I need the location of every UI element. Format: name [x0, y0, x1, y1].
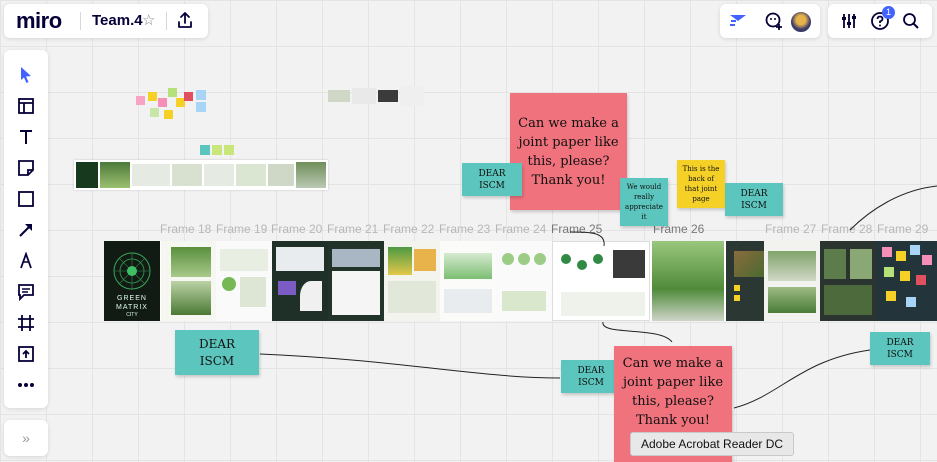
frame-label-27[interactable]: Frame 27: [765, 222, 817, 236]
connector-right-dear[interactable]: [733, 349, 871, 409]
frame-label-20[interactable]: Frame 20: [271, 222, 323, 236]
sticky-dear-right[interactable]: DEAR ISCM: [870, 332, 930, 365]
slide-frame-19[interactable]: [216, 241, 272, 321]
miro-logo[interactable]: miro: [16, 8, 62, 33]
sticky-cluster-top-left[interactable]: [136, 88, 208, 124]
connector-slide-to-pink[interactable]: [602, 321, 673, 343]
globe-graphic: [113, 252, 151, 290]
frame-label-19[interactable]: Frame 19: [216, 222, 268, 236]
slide-frame-24[interactable]: [496, 241, 552, 321]
sticky-dear-large[interactable]: DEAR ISCM: [175, 330, 259, 375]
comment-tool[interactable]: [11, 277, 41, 307]
add-collaborator-icon[interactable]: [764, 11, 784, 36]
slide-strip: GREEN MATRIX CITY: [104, 241, 937, 321]
divider: [166, 12, 167, 30]
sticky-note-tool[interactable]: [11, 153, 41, 183]
star-icon[interactable]: ☆: [142, 12, 156, 29]
frame-label-21[interactable]: Frame 21: [327, 222, 379, 236]
sticky-dear-top-right[interactable]: DEAR ISCM: [725, 183, 783, 216]
right-toolbar: 1: [828, 4, 932, 38]
sticky-pink-top[interactable]: Can we make a joint paper like this, ple…: [510, 93, 627, 210]
collaboration-toolbar: [720, 4, 820, 38]
slide-frame-25[interactable]: [552, 241, 650, 321]
user-avatar[interactable]: [790, 11, 812, 33]
frame-label-24[interactable]: Frame 24: [495, 222, 547, 236]
text-tool[interactable]: [11, 122, 41, 152]
notification-badge[interactable]: 1: [882, 6, 895, 19]
share-upload-icon[interactable]: [176, 11, 194, 34]
frame-label-22[interactable]: Frame 22: [383, 222, 435, 236]
slide-frame-20[interactable]: [272, 241, 328, 321]
frame-tool[interactable]: [11, 308, 41, 338]
slide-frame-23-content[interactable]: [440, 241, 496, 321]
slide-frame-26[interactable]: [652, 241, 724, 321]
frame-label-29[interactable]: Frame 29: [877, 222, 929, 236]
settings-sliders-icon[interactable]: [840, 12, 858, 35]
slide-frame-23[interactable]: [384, 241, 440, 321]
app-tooltip: Adobe Acrobat Reader DC: [630, 432, 795, 456]
connector-dear-to-dear[interactable]: [259, 353, 561, 379]
search-icon[interactable]: [902, 12, 920, 35]
slide-frame-22[interactable]: [384, 241, 440, 321]
frame-label-23[interactable]: Frame 23: [439, 222, 491, 236]
slide-frame-18[interactable]: [161, 241, 216, 321]
frame-label-18[interactable]: Frame 18: [160, 222, 212, 236]
sticky-yellow-back[interactable]: This is the back of that joint page: [677, 160, 725, 208]
shape-tool[interactable]: [11, 184, 41, 214]
tiny-sticky-group[interactable]: [200, 145, 234, 157]
slide-frame-27[interactable]: [764, 241, 820, 321]
sticky-dear-top[interactable]: DEAR ISCM: [462, 163, 522, 196]
more-tools-icon[interactable]: [11, 370, 41, 400]
divider: [80, 12, 81, 30]
cover-subtitle: CITY: [126, 312, 138, 318]
cover-title: GREEN MATRIX: [116, 295, 148, 311]
help-icon[interactable]: [870, 11, 890, 36]
small-slide-strip[interactable]: [74, 160, 328, 190]
sticky-appreciate[interactable]: We would really appreciate it: [620, 178, 668, 226]
connection-line-tool[interactable]: [11, 215, 41, 245]
pen-tool[interactable]: [11, 246, 41, 276]
reactions-icon[interactable]: [728, 12, 748, 35]
templates-tool[interactable]: [11, 91, 41, 121]
slide-frame-28[interactable]: [820, 241, 876, 321]
top-left-toolbar: miro Team.4 ☆: [4, 4, 208, 38]
board-title[interactable]: Team.4: [92, 12, 143, 29]
frame-label-25[interactable]: Frame 25: [551, 222, 603, 236]
document-cluster-top[interactable]: [328, 84, 424, 108]
sticky-dear-bottom[interactable]: DEAR ISCM: [561, 360, 621, 393]
slide-cover[interactable]: GREEN MATRIX CITY: [104, 241, 160, 321]
upload-tool[interactable]: [11, 339, 41, 369]
select-tool[interactable]: [11, 60, 41, 90]
slide-frame-29[interactable]: [876, 241, 937, 321]
expand-panel-button[interactable]: »: [4, 420, 48, 456]
tool-rail: [4, 50, 48, 408]
frame-label-28[interactable]: Frame 28: [821, 222, 873, 236]
double-chevron-right-icon: »: [22, 430, 30, 446]
slide-frame-21[interactable]: [328, 241, 384, 321]
